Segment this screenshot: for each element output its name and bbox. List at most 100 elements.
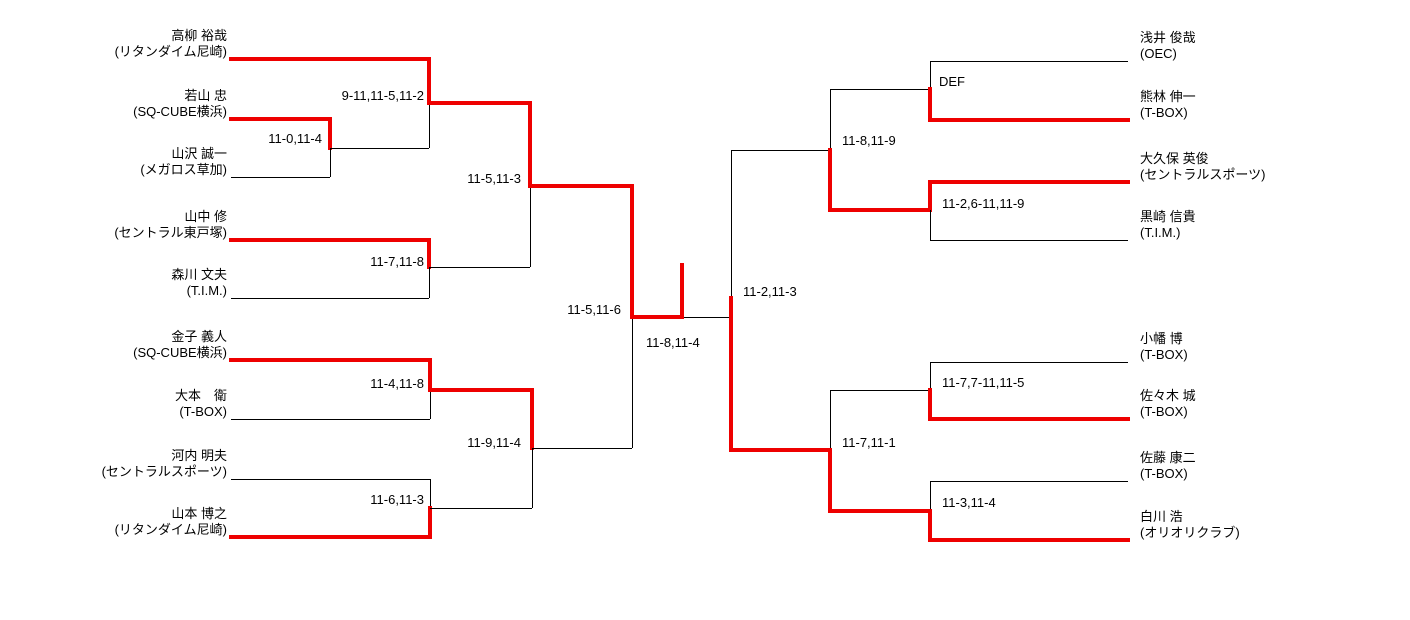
match-score-label: 11-8,11-4 <box>646 335 700 350</box>
match-score-label: 11-2,6-11,11-9 <box>942 196 1025 211</box>
player-name: 浅井 俊哉 <box>1140 30 1196 45</box>
player-club: (リタンダイム尼崎) <box>114 44 227 59</box>
match-score-label: 11-2,11-3 <box>743 284 797 299</box>
player-entry: 熊林 伸一(T-BOX) <box>1140 89 1385 121</box>
player-club: (メガロス草加) <box>140 162 227 177</box>
bracket-connector-h <box>828 509 932 513</box>
bracket-connector-v <box>530 186 531 267</box>
bracket-connector-v <box>430 479 431 508</box>
bracket-connector-v <box>828 148 832 212</box>
player-line <box>928 538 1130 542</box>
bracket-connector-v <box>532 448 533 508</box>
player-line <box>229 57 431 61</box>
bracket-connector-v <box>428 506 432 539</box>
bracket-connector-v <box>930 61 931 89</box>
player-name: 熊林 伸一 <box>1140 89 1196 104</box>
player-entry: 大久保 英俊(セントラルスポーツ) <box>1140 151 1385 183</box>
player-entry: 小幡 博(T-BOX) <box>1140 331 1385 363</box>
player-name: 河内 明夫 <box>171 448 227 463</box>
player-club: (SQ-CUBE横浜) <box>133 104 227 119</box>
match-score-label: 11-5,11-3 <box>467 171 521 186</box>
player-entry: 浅井 俊哉(OEC) <box>1140 30 1385 62</box>
match-score-label: 11-3,11-4 <box>942 495 996 510</box>
player-name: 山中 修 <box>184 209 227 224</box>
match-score-label: 11-6,11-3 <box>370 492 424 507</box>
match-score-label: 11-0,11-4 <box>268 131 322 146</box>
player-line <box>229 238 431 242</box>
bracket-connector-v <box>830 390 831 450</box>
player-club: (セントラル東戸塚) <box>114 225 227 240</box>
player-club: (T-BOX) <box>1140 105 1188 120</box>
player-line <box>930 61 1128 62</box>
player-name: 森川 文夫 <box>171 267 227 282</box>
player-entry: 若山 忠(SQ-CUBE横浜) <box>12 88 227 120</box>
player-name: 山本 博之 <box>171 506 227 521</box>
player-line <box>231 298 429 299</box>
player-line <box>928 417 1130 421</box>
bracket-connector-h <box>427 101 532 105</box>
player-name: 金子 義人 <box>171 329 227 344</box>
player-entry: 大本 衛(T-BOX) <box>12 388 227 420</box>
player-club: (SQ-CUBE横浜) <box>133 345 227 360</box>
player-entry: 山中 修(セントラル東戸塚) <box>12 209 227 241</box>
bracket-connector-h <box>429 267 530 268</box>
player-club: (T.I.M.) <box>186 283 227 298</box>
bracket-connector-v <box>930 481 931 511</box>
bracket-connector-h <box>830 89 930 90</box>
player-club: (セントラルスポーツ) <box>1140 167 1266 182</box>
match-score-label: 9-11,11-5,11-2 <box>341 88 424 103</box>
player-name: 小幡 博 <box>1140 331 1183 346</box>
player-club: (オリオリクラブ) <box>1140 525 1240 540</box>
player-club: (T-BOX) <box>1140 347 1188 362</box>
player-name: 大久保 英俊 <box>1140 151 1209 166</box>
player-entry: 森川 文夫(T.I.M.) <box>12 267 227 299</box>
match-score-label: 11-7,11-8 <box>370 254 424 269</box>
match-score-label: DEF <box>939 74 965 89</box>
bracket-connector-v <box>729 296 733 452</box>
player-entry: 黒崎 信貴(T.I.M.) <box>1140 209 1385 241</box>
bracket-connector-v <box>830 89 831 150</box>
bracket-connector-v <box>428 358 432 392</box>
player-line <box>930 240 1128 241</box>
bracket-connector-v <box>427 57 431 105</box>
bracket-connector-h <box>729 448 832 452</box>
bracket-connector-h <box>630 315 684 319</box>
player-entry: 河内 明夫(セントラルスポーツ) <box>12 448 227 480</box>
champion-line <box>680 263 684 319</box>
player-name: 佐藤 康二 <box>1140 450 1196 465</box>
bracket-connector-v <box>530 388 534 450</box>
match-score-label: 11-5,11-6 <box>567 302 621 317</box>
player-name: 高柳 裕哉 <box>171 28 227 43</box>
bracket-connector-v <box>928 388 932 421</box>
player-entry: 山沢 誠一(メガロス草加) <box>12 146 227 178</box>
bracket-connector-v <box>632 317 633 448</box>
bracket-connector-v <box>928 509 932 542</box>
bracket-connector-h <box>731 150 830 151</box>
player-entry: 山本 博之(リタンダイム尼崎) <box>12 506 227 538</box>
player-club: (リタンダイム尼崎) <box>114 522 227 537</box>
bracket-connector-v <box>828 448 832 513</box>
match-score-label: 11-9,11-4 <box>467 435 521 450</box>
player-name: 山沢 誠一 <box>171 146 227 161</box>
player-entry: 佐々木 城(T-BOX) <box>1140 388 1385 420</box>
player-entry: 高柳 裕哉(リタンダイム尼崎) <box>12 28 227 60</box>
player-club: (OEC) <box>1140 46 1177 61</box>
bracket-connector-v <box>429 267 430 298</box>
player-line <box>229 117 332 121</box>
player-line <box>930 481 1128 482</box>
match-score-label: 11-8,11-9 <box>842 133 896 148</box>
bracket-connector-v <box>930 362 931 390</box>
bracket-connector-v <box>330 148 331 177</box>
player-line <box>231 177 330 178</box>
match-score-label: 11-4,11-8 <box>370 376 424 391</box>
player-entry: 白川 浩(オリオリクラブ) <box>1140 509 1385 541</box>
bracket-connector-v <box>427 238 431 269</box>
player-line <box>231 479 430 480</box>
match-score-label: 11-7,11-1 <box>842 435 896 450</box>
player-line <box>930 362 1128 363</box>
player-line <box>928 118 1130 122</box>
player-entry: 金子 義人(SQ-CUBE横浜) <box>12 329 227 361</box>
bracket-connector-v <box>528 101 532 188</box>
bracket-connector-h <box>682 317 731 318</box>
player-name: 若山 忠 <box>184 88 227 103</box>
